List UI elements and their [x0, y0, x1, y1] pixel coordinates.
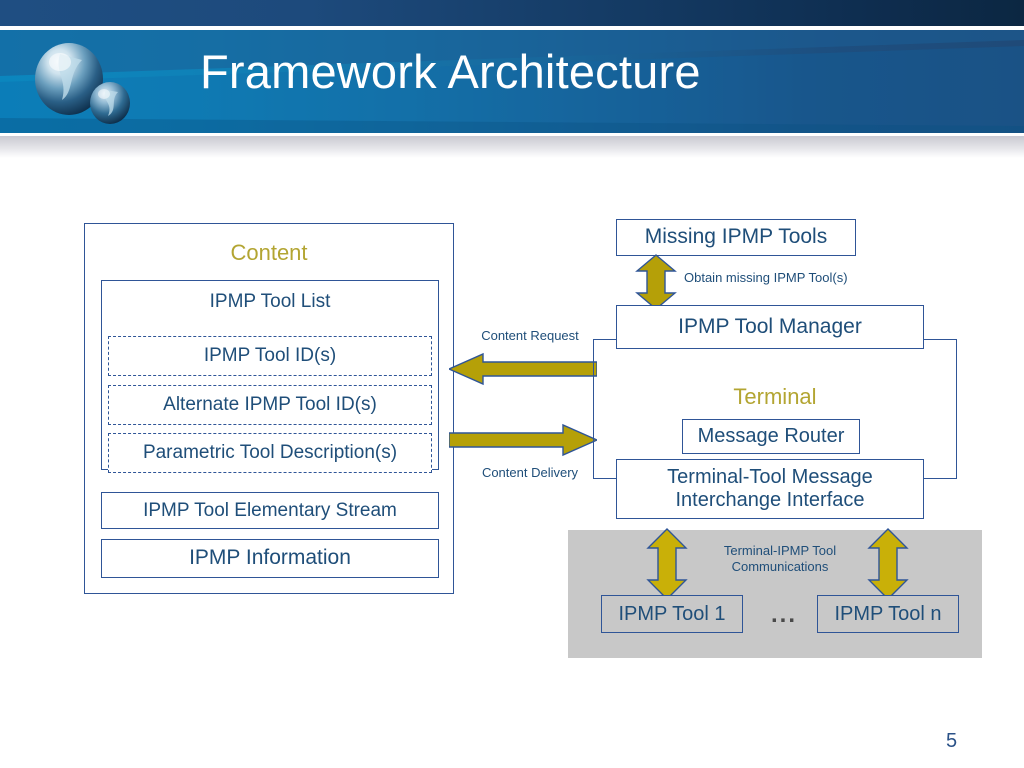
parametric-tool-description-box: Parametric Tool Description(s)	[108, 433, 432, 473]
message-router-label: Message Router	[697, 425, 845, 447]
content-delivery-arrow	[449, 423, 597, 457]
ipmp-tool-1-box: IPMP Tool 1	[601, 595, 743, 633]
ipmp-information-label: IPMP Information	[189, 546, 351, 570]
blue-spheres-logo-icon	[35, 43, 130, 124]
obtain-missing-tools-label: Obtain missing IPMP Tool(s)	[684, 270, 848, 285]
ipmp-tool-n-label: IPMP Tool n	[834, 602, 942, 625]
header-title-band	[0, 30, 1024, 133]
alternate-ipmp-tool-ids-label: Alternate IPMP Tool ID(s)	[163, 394, 377, 416]
header-top-band	[0, 0, 1024, 26]
terminal-tool-interchange-interface-box: Terminal-Tool Message Interchange Interf…	[616, 459, 924, 519]
header-gap	[0, 26, 1024, 30]
page-number: 5	[946, 730, 958, 752]
ipmp-tools-ellipsis: ...	[771, 601, 798, 628]
terminal-panel-title: Terminal	[733, 384, 817, 409]
ipmp-information-box: IPMP Information	[101, 539, 439, 578]
page-title: Framework Architecture	[200, 45, 701, 98]
ipmp-tool-n-box: IPMP Tool n	[817, 595, 959, 633]
parametric-tool-description-label: Parametric Tool Description(s)	[142, 442, 398, 464]
missing-ipmp-tools-label: Missing IPMP Tools	[644, 225, 828, 249]
terminal-ipmp-tool-communications-label: Terminal-IPMP Tool Communications	[723, 543, 837, 574]
header-swoosh-decoration	[0, 30, 1024, 133]
terminal-tool-communications-arrow-right	[867, 528, 909, 600]
terminal-tool-communications-arrow-left	[646, 528, 688, 600]
ipmp-tool-manager-box: IPMP Tool Manager	[616, 305, 924, 349]
terminal-tool-interchange-interface-label: Terminal-Tool Message Interchange Interf…	[667, 466, 873, 511]
ipmp-tool-ids-box: IPMP Tool ID(s)	[108, 336, 432, 376]
ipmp-tool-elementary-stream-box: IPMP Tool Elementary Stream	[101, 492, 439, 529]
ipmp-tool-ids-label: IPMP Tool ID(s)	[203, 345, 337, 367]
alternate-ipmp-tool-ids-box: Alternate IPMP Tool ID(s)	[108, 385, 432, 425]
content-delivery-label: Content Delivery	[481, 465, 579, 480]
message-router-box: Message Router	[682, 419, 860, 454]
obtain-missing-tools-arrow	[635, 254, 677, 310]
content-request-label: Content Request	[481, 328, 579, 343]
ipmp-tool-manager-label: IPMP Tool Manager	[678, 314, 862, 338]
ipmp-tool-list-label: IPMP Tool List	[209, 291, 331, 312]
header-underline	[0, 133, 1024, 136]
ipmp-tool-1-label: IPMP Tool 1	[618, 602, 726, 625]
content-panel-title: Content	[230, 240, 308, 265]
header-gray-strip	[0, 136, 1024, 158]
content-request-arrow	[449, 352, 597, 386]
missing-ipmp-tools-box: Missing IPMP Tools	[616, 219, 856, 256]
ipmp-tools-panel	[568, 530, 982, 658]
ipmp-tool-elementary-stream-label: IPMP Tool Elementary Stream	[143, 499, 397, 521]
